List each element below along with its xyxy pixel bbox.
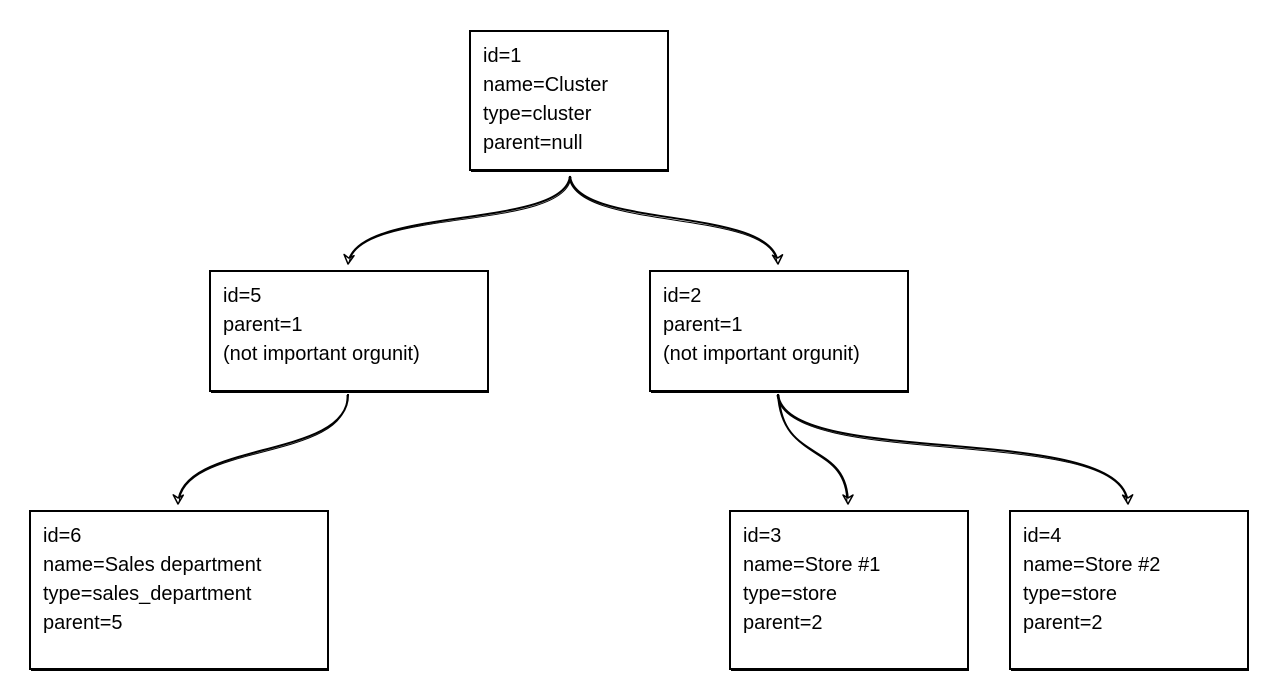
node-sales-department: id=6 name=Sales department type=sales_de…: [29, 510, 329, 670]
node-parent: parent=2: [743, 612, 823, 634]
node-orgunit-5: id=5 parent=1 (not important orgunit): [209, 270, 489, 392]
node-name: name=Store #2: [1023, 554, 1161, 576]
node-parent: parent=null: [483, 132, 583, 154]
node-type: type=store: [1023, 583, 1117, 605]
node-id: id=6: [43, 525, 82, 547]
edge-n5-n6: [172, 393, 350, 505]
node-store-2: id=4 name=Store #2 type=store parent=2: [1009, 510, 1249, 670]
node-id: id=2: [663, 285, 702, 307]
edge-n2-n3: [777, 393, 854, 505]
node-type: type=sales_department: [43, 583, 252, 605]
edge-n1-n2: [568, 175, 784, 265]
node-name: name=Cluster: [483, 74, 609, 96]
edge-n1-n5: [343, 175, 572, 265]
node-id: id=3: [743, 525, 782, 547]
node-parent: parent=2: [1023, 612, 1103, 634]
node-parent: parent=1: [223, 314, 303, 336]
node-note: (not important orgunit): [663, 343, 860, 365]
node-orgunit-2: id=2 parent=1 (not important orgunit): [649, 270, 909, 392]
node-id: id=5: [223, 285, 262, 307]
node-parent: parent=5: [43, 612, 123, 634]
node-name: name=Store #1: [743, 554, 881, 576]
node-id: id=4: [1023, 525, 1062, 547]
node-id: id=1: [483, 45, 522, 67]
node-name: name=Sales department: [43, 554, 262, 576]
node-type: type=store: [743, 583, 837, 605]
node-store-1: id=3 name=Store #1 type=store parent=2: [729, 510, 969, 670]
node-note: (not important orgunit): [223, 343, 420, 365]
node-parent: parent=1: [663, 314, 743, 336]
edge-n2-n4: [776, 393, 1134, 505]
node-cluster: id=1 name=Cluster type=cluster parent=nu…: [469, 30, 669, 171]
node-type: type=cluster: [483, 103, 592, 125]
